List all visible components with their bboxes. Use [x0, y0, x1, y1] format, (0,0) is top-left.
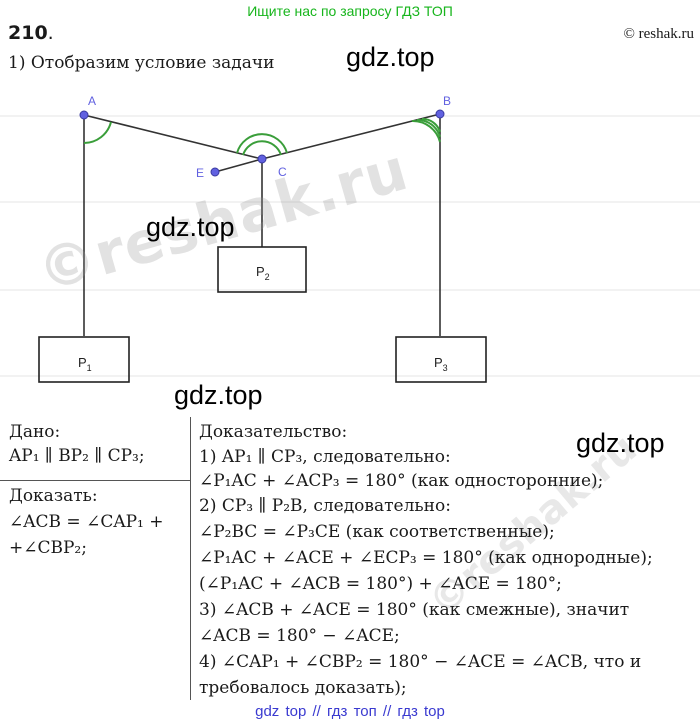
prove-line-2: +∠CBP₂; — [9, 538, 87, 558]
problem-number-value: 210 — [8, 22, 48, 44]
weight-p3-index: 3 — [443, 363, 448, 373]
given-statement: AP₁ ∥ BP₂ ∥ CP₃; — [9, 446, 145, 466]
label-e: E — [196, 166, 204, 180]
weight-p3 — [395, 336, 487, 383]
proof-line-9: 4) ∠CAP₁ + ∠CBP₂ = 180° − ∠ACE = ∠ACB, ч… — [199, 652, 642, 672]
angle-mark-b-inner — [421, 117, 441, 133]
proof-line-2: ∠P₁AC + ∠ACP₃ = 180° (как односторонние)… — [199, 471, 604, 491]
angle-mark-b-outer — [411, 119, 441, 143]
weight-p3-letter: P — [434, 355, 443, 370]
prove-line-1: ∠ACB = ∠CAP₁ + — [9, 512, 164, 532]
proof-line-6: (∠P₁AC + ∠ACB = 180°) + ∠ACE = 180°; — [199, 574, 562, 594]
gdz-watermark-2: gdz.top — [146, 212, 235, 242]
gdz-watermark-3: gdz.top — [174, 380, 263, 410]
proof-line-8: ∠ACB = 180° − ∠ACE; — [199, 626, 400, 646]
proof-line-4: ∠P₂BC = ∠P₃CE (как соответственные); — [199, 522, 555, 542]
search-banner: Ищите нас по запросу ГДЗ ТОП — [247, 3, 453, 19]
weight-p2-letter: P — [256, 264, 265, 279]
proof-line-7: 3) ∠ACB + ∠ACE = 180° (как смежные), зна… — [199, 600, 630, 620]
label-c: C — [278, 165, 287, 179]
weight-p1-letter: P — [78, 355, 87, 370]
point-e — [210, 167, 220, 177]
angle-marks — [83, 117, 441, 156]
problem-number: 210. — [8, 22, 54, 44]
weight-p3-label: P3 — [434, 355, 448, 373]
point-c — [257, 154, 267, 164]
angle-mark-b-mid — [416, 118, 441, 138]
grid — [0, 115, 700, 377]
angle-mark-c-inner — [242, 140, 282, 156]
proof-line-10: требовалось доказать); — [199, 678, 407, 698]
gdz-watermark-4: gdz.top — [576, 428, 665, 458]
proof-line-5: ∠P₁AC + ∠ACE + ∠ECP₃ = 180° (как однород… — [199, 548, 653, 568]
weight-p2 — [217, 246, 307, 293]
proof-line-1: 1) AP₁ ∥ CP₃, следовательно: — [199, 447, 451, 467]
gdz-watermark-1: gdz.top — [346, 42, 435, 72]
angle-mark-a — [83, 121, 112, 144]
table-divider-horizontal — [0, 480, 190, 481]
label-b: B — [443, 94, 451, 108]
weight-p1 — [38, 336, 130, 383]
rope-c-b — [261, 113, 441, 160]
step1-heading: 1) Отобразим условие задачи — [8, 53, 275, 73]
proof-label: Доказательство: — [199, 422, 348, 442]
angle-mark-c-outer — [236, 133, 288, 154]
ray-c-e — [214, 158, 263, 173]
footer-links: gdz top // гдз топ // гдз top — [255, 703, 445, 720]
label-a: A — [88, 94, 96, 108]
point-b — [435, 109, 445, 119]
copyright-notice: © reshak.ru — [623, 26, 694, 42]
weight-p2-index: 2 — [265, 272, 270, 282]
proof-line-3: 2) CP₃ ∥ P₂B, следовательно: — [199, 496, 451, 516]
point-a — [79, 110, 89, 120]
problem-diagram: A B C E P1 P2 P3 — [0, 94, 700, 383]
given-label: Дано: — [9, 422, 61, 442]
table-divider-vertical — [190, 417, 191, 700]
prove-label: Доказать: — [9, 486, 98, 506]
weight-p1-index: 1 — [87, 363, 92, 373]
weight-p1-label: P1 — [78, 355, 92, 373]
weight-p2-label: P2 — [256, 264, 270, 282]
rope-a-c — [83, 114, 263, 160]
